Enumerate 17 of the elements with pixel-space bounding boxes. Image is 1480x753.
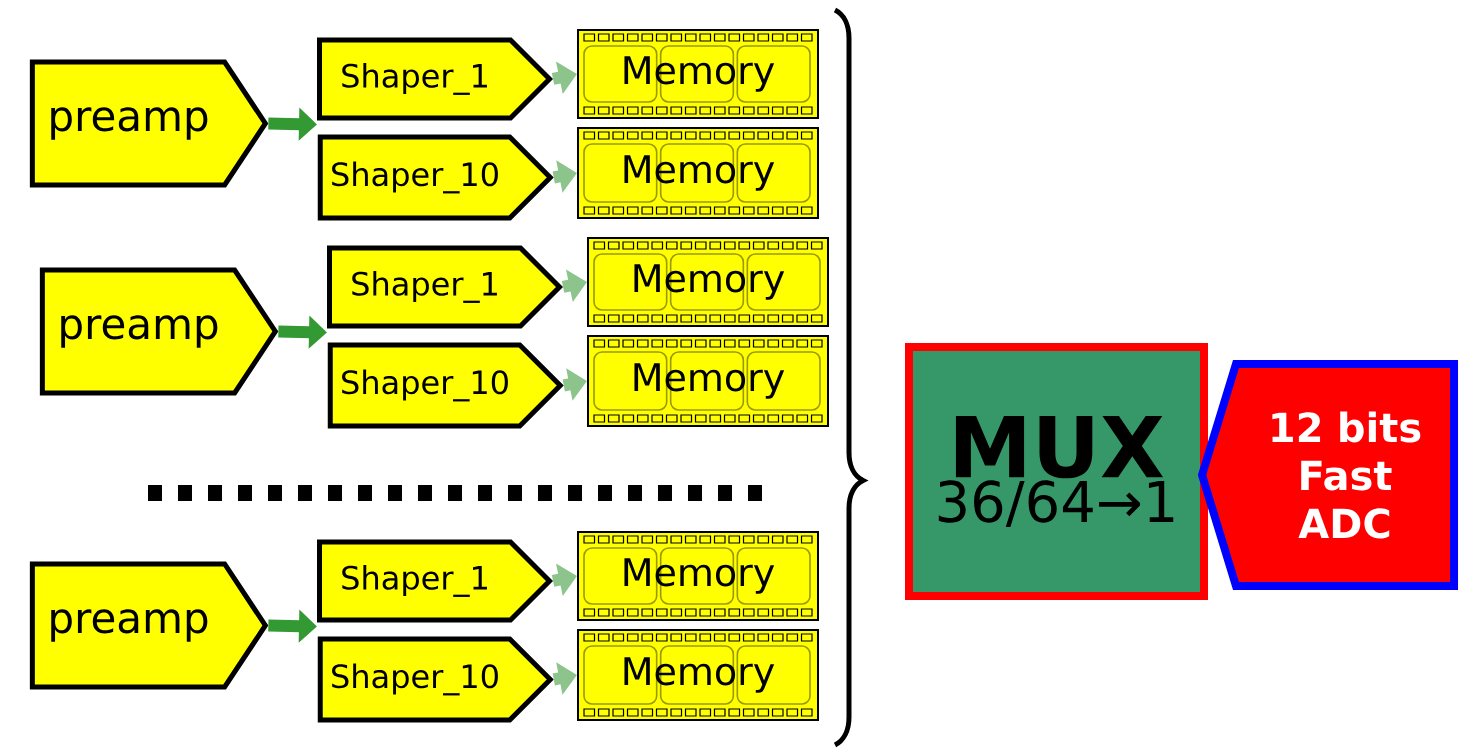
preamp-block: preamp	[39, 267, 279, 396]
adc-block: 12 bits Fast ADC	[1197, 360, 1459, 590]
memory-strip: Memory	[587, 335, 829, 427]
memory-strip: Memory	[577, 629, 819, 721]
shaper-block: Shaper_1	[317, 37, 554, 121]
shaper-block: Shaper_10	[317, 134, 554, 221]
preamp-block: preamp	[29, 561, 269, 690]
memory-strip: Memory	[587, 237, 829, 327]
mux-block: MUX 36/64→1	[905, 343, 1208, 600]
shaper-block: Shaper_1	[317, 539, 554, 623]
shaper-block: Shaper_10	[327, 342, 564, 429]
shaper-block: Shaper_1	[327, 245, 564, 329]
memory-strip: Memory	[577, 127, 819, 219]
memory-strip: Memory	[577, 29, 819, 119]
shaper-block: Shaper_10	[317, 636, 554, 723]
preamp-block: preamp	[29, 59, 269, 188]
memory-strip: Memory	[577, 531, 819, 621]
